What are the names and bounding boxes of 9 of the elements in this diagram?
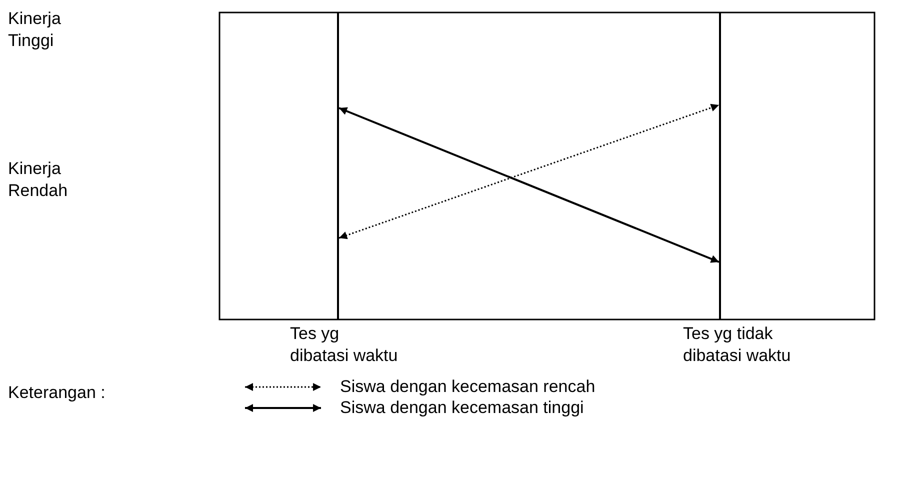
axis-label: Kinerja Tinggi <box>8 8 62 52</box>
legend-text: Siswa dengan kecemasan rencah <box>340 376 596 398</box>
legend-text: Siswa dengan kecemasan tinggi <box>340 397 584 419</box>
axis-label: Tes yg dibatasi waktu <box>290 323 399 367</box>
dotted-arrow <box>338 104 720 240</box>
axis-label: Tes yg tidak dibatasi waktu <box>683 323 792 367</box>
legend-title: Keterangan : <box>8 382 106 404</box>
arrow <box>338 107 720 263</box>
axis-label: Kinerja Rendah <box>8 158 69 202</box>
